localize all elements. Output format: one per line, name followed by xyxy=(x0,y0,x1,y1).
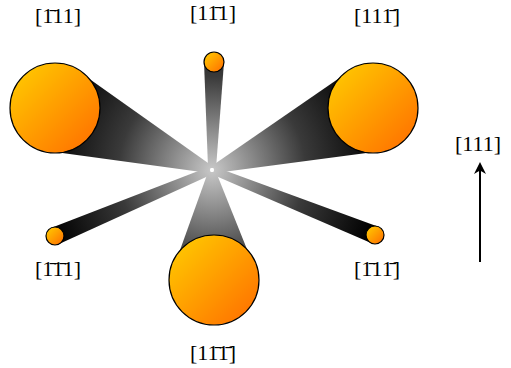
direction-sphere xyxy=(46,227,64,245)
direction-sphere xyxy=(204,52,224,72)
axis-arrow xyxy=(479,168,481,262)
direction-spheres xyxy=(10,52,418,325)
direction-label: [1̄11̄] xyxy=(354,258,400,280)
direction-label: [1̄1̄1] xyxy=(35,258,81,280)
direction-cone xyxy=(204,62,224,168)
direction-sphere xyxy=(169,235,259,325)
direction-label: [11̄1] xyxy=(190,2,236,24)
direction-label: [11̄1̄] xyxy=(190,342,236,364)
direction-label: [111̄] xyxy=(354,5,400,27)
direction-sphere xyxy=(328,63,418,153)
direction-sphere xyxy=(10,63,100,153)
direction-label: [111] xyxy=(455,133,501,155)
direction-sphere xyxy=(366,226,384,244)
direction-label: [1̄11] xyxy=(35,5,81,27)
